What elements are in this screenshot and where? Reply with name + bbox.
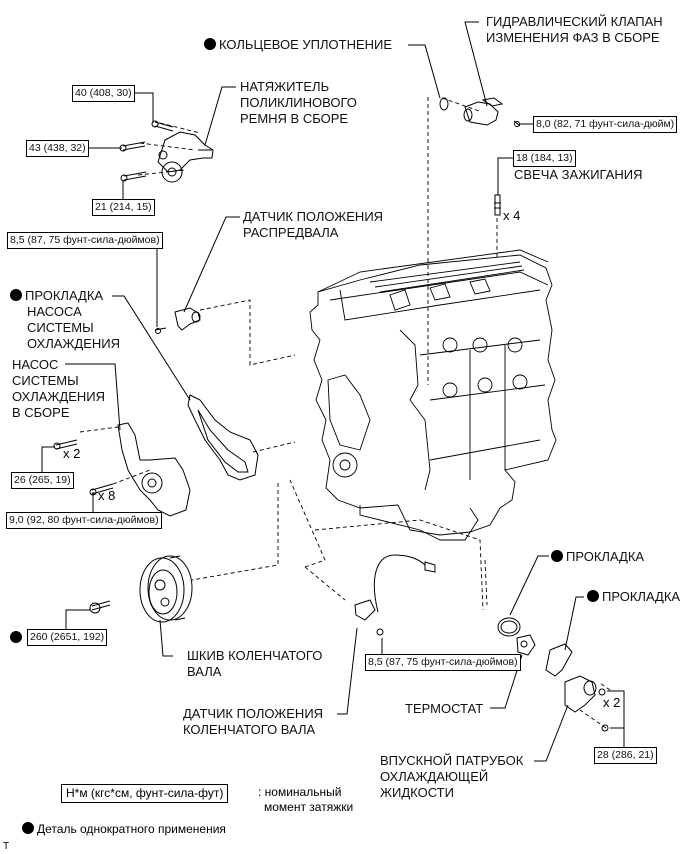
label-thermostat-gasket: ПРОКЛАДКА xyxy=(551,549,644,565)
label-crankshaft-pulley: ШКИВ КОЛЕНЧАТОГО ВАЛА xyxy=(187,648,323,679)
belt-tensioner-drawing xyxy=(119,120,214,183)
leader-pulley xyxy=(159,619,173,657)
torque-cam-sensor-bolt: 8,5 (87, 75 фунт-сила-дюймов) xyxy=(7,232,163,249)
leader-cam-sensor xyxy=(183,216,240,313)
label-thermostat: ТЕРМОСТАТ xyxy=(405,701,484,716)
qty-pump-bolt-b: x 8 xyxy=(98,488,116,503)
alignment-lines xyxy=(79,97,611,729)
oil-control-valve-drawing xyxy=(463,97,521,127)
torque-tensioner-lower: 21 (214, 15) xyxy=(92,199,155,216)
single-use-dot-icon xyxy=(587,590,599,602)
torque-pulley-bolt-group xyxy=(10,630,25,646)
torque-spark-plug: 18 (184, 13) xyxy=(513,150,576,167)
engine-block-drawing xyxy=(309,249,557,541)
leader-t18 xyxy=(497,157,513,195)
single-use-dot-icon xyxy=(10,289,22,301)
label-pump-gasket: ПРОКЛАДКА НАСОСА СИСТЕМЫ ОХЛАЖДЕНИЯ xyxy=(10,288,120,352)
leader-gasket-b xyxy=(564,596,584,651)
label-belt-tensioner: НАТЯЖИТЕЛЬ ПОЛИКЛИНОВОГО РЕМНЯ В СБОРЕ xyxy=(240,79,357,126)
qty-spark-plug: x 4 xyxy=(503,208,521,223)
legend-torque-desc: : номинальный момент затяжки xyxy=(258,785,354,814)
label-o-ring: КОЛЬЦЕВОЕ УПЛОТНЕНИЕ xyxy=(204,37,392,53)
torque-coolant-inlet-bolt: 28 (286, 21) xyxy=(594,747,657,764)
qty-pump-bolt-a: x 2 xyxy=(63,446,81,461)
label-cam-sensor: ДАТЧИК ПОЛОЖЕНИЯ РАСПРЕДВАЛА xyxy=(243,209,384,240)
torque-pump-bolt-b: 9,0 (92, 80 фунт-сила-дюймов) xyxy=(6,512,162,529)
thermostat-gasket-drawing xyxy=(497,617,521,637)
leader-gasket-a xyxy=(509,555,549,616)
single-use-dot-icon xyxy=(22,822,34,834)
leader-t26 xyxy=(41,446,55,472)
label-coolant-inlet: ВПУСКНОЙ ПАТРУБОК ОХЛАЖДАЮЩЕЙ ЖИДКОСТИ xyxy=(380,753,524,800)
torque-tensioner-upper: 40 (408, 30) xyxy=(72,85,135,102)
corner-mark: T xyxy=(3,841,10,852)
thermostat-drawing xyxy=(516,634,536,656)
single-use-dot-icon xyxy=(551,550,563,562)
leader-t260 xyxy=(65,609,90,630)
water-pump-drawing xyxy=(53,422,191,517)
spark-plug-drawing xyxy=(494,194,501,216)
single-use-dot-icon xyxy=(10,631,22,643)
inlet-gasket-drawing xyxy=(545,643,573,677)
torque-pulley-bolt: 260 (2651, 192) xyxy=(27,629,108,646)
leader-pump-gasket xyxy=(112,295,191,401)
cam-position-sensor-drawing xyxy=(154,307,201,334)
torque-crank-sensor-bolt: 8,5 (87, 75 фунт-сила-дюймов) xyxy=(365,654,521,671)
leader-crank-sensor xyxy=(337,627,358,715)
qty-inlet-bolt: x 2 xyxy=(603,695,621,710)
label-water-pump: НАСОС СИСТЕМЫ ОХЛАЖДЕНИЯ В СБОРЕ xyxy=(12,357,105,420)
label-ocv: ГИДРАВЛИЧЕСКИЙ КЛАПАН ИЗМЕНЕНИЯ ФАЗ В СБ… xyxy=(486,14,663,45)
torque-pump-bolt-a: 26 (265, 19) xyxy=(11,472,74,489)
crank-position-sensor-drawing xyxy=(354,554,436,636)
crankshaft-pulley-drawing xyxy=(89,555,193,623)
legend-torque-unit: Н*м (кгс*см, фунт-сила-фут) xyxy=(61,784,229,803)
single-use-dot-icon xyxy=(204,38,216,50)
coolant-inlet-drawing xyxy=(564,675,609,732)
leader-thermostat xyxy=(490,654,523,709)
label-crank-sensor: ДАТЧИК ПОЛОЖЕНИЯ КОЛЕНЧАТОГО ВАЛА xyxy=(183,706,324,737)
torque-tensioner-middle: 43 (438, 32) xyxy=(26,140,89,157)
leader-tensioner xyxy=(204,86,236,146)
legend-single-use: Деталь однократного применения xyxy=(22,822,226,837)
label-inlet-gasket: ПРОКЛАДКА xyxy=(587,589,680,605)
leader-ocv xyxy=(464,21,488,107)
water-pump-gasket-drawing xyxy=(187,394,259,481)
leader-t40 xyxy=(135,92,154,123)
torque-ocv-bolt: 8,0 (82, 71 фунт-сила-дюйм) xyxy=(533,116,678,133)
label-spark-plug: СВЕЧА ЗАЖИГАНИЯ xyxy=(514,167,643,182)
leader-o-ring xyxy=(408,44,441,99)
leader-inlet xyxy=(534,704,569,762)
leader-t28 xyxy=(607,690,625,747)
o-ring-drawing xyxy=(439,97,449,111)
leader-pump xyxy=(65,363,121,431)
